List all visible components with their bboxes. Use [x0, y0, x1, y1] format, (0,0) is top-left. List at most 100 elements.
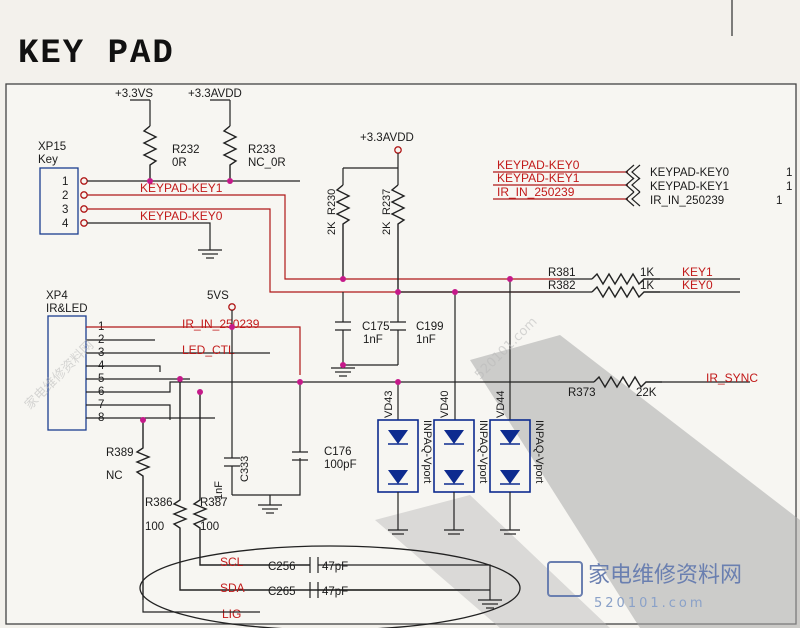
junction-dots: [140, 178, 513, 423]
capacitor-c176: [232, 382, 308, 505]
xp15-pin-2: 2: [62, 190, 68, 202]
xp15-ref: XP15: [38, 141, 66, 153]
svg-text:1: 1: [786, 181, 792, 193]
svg-text:1: 1: [786, 167, 792, 179]
net-label-lig: LIG: [222, 607, 241, 621]
power-label-3v3vs: +3.3VS: [115, 88, 153, 100]
watermark-band-2: [375, 495, 610, 628]
resistor-r387: [192, 392, 310, 566]
c176-value: 100pF: [324, 459, 357, 471]
net-label-led-ctl: LED_CTL: [182, 343, 235, 357]
c176-ref: C176: [324, 446, 352, 458]
capacitor-c265: [309, 582, 490, 598]
c256-value: 47pF: [322, 561, 348, 573]
xp4-wires: [86, 339, 560, 420]
r237-ref: R237: [381, 189, 393, 215]
svg-text:KEYPAD-KEY0: KEYPAD-KEY0: [497, 158, 580, 172]
port-keypad-key0: KEYPAD-KEY0 KEYPAD-KEY0 1: [493, 158, 792, 180]
resistor-r381: [591, 272, 660, 286]
capacitor-c175: [335, 292, 351, 365]
gnd-symbol-c333: [258, 504, 282, 514]
vd40-part: INPAQ-Vport: [477, 420, 489, 483]
svg-text:KEYPAD-KEY1: KEYPAD-KEY1: [650, 181, 729, 193]
svg-text:KEYPAD-KEY1: KEYPAD-KEY1: [497, 171, 580, 185]
r381-value: 1K: [640, 267, 654, 279]
r389-value: NC: [106, 470, 123, 482]
xp15-pin-4: 4: [62, 218, 69, 230]
c256-ref: C256: [268, 561, 296, 573]
c333-value: 1nF: [213, 481, 225, 500]
wire-lig: [142, 600, 260, 613]
resistor-r389: [135, 420, 151, 600]
r373-value: 22K: [636, 387, 657, 399]
vd43-ref: VD43: [383, 390, 395, 418]
net-label-ir-in: IR_IN_250239: [182, 317, 260, 331]
r232-ref: R232: [172, 144, 200, 156]
resistor-r230: [335, 184, 351, 279]
svg-text:IR_IN_250239: IR_IN_250239: [650, 195, 724, 207]
r386-value: 100: [145, 521, 164, 533]
wire-ir-in: [86, 326, 301, 375]
xp15-body: [39, 167, 79, 235]
capacitor-c199: [343, 292, 406, 366]
net-label-key1: KEY1: [682, 265, 713, 279]
xp15-name: Key: [38, 154, 58, 166]
port-keypad-key1: KEYPAD-KEY1 KEYPAD-KEY1 1: [493, 171, 792, 193]
xp15-pin-3: 3: [62, 204, 68, 216]
r381-ref: R381: [548, 267, 576, 279]
r237-value: 2K: [381, 221, 393, 235]
wire-xp15-gnd: [87, 222, 211, 250]
watermark-logo: [547, 561, 583, 597]
resistor-r237: [390, 184, 406, 292]
c265-ref: C265: [268, 586, 296, 598]
r382-value: 1K: [640, 280, 654, 292]
power-label-3v3avdd-mid: +3.3AVDD: [360, 132, 414, 144]
c333-ref: C333: [239, 456, 251, 482]
r230-value: 2K: [326, 221, 338, 235]
xp4-body: [47, 315, 87, 431]
xp4-ref: XP4: [46, 290, 68, 302]
net-label-keypad-key1: KEYPAD-KEY1: [140, 181, 223, 195]
vd43-part: INPAQ-Vport: [421, 420, 433, 483]
watermark-url: 520101.com: [594, 596, 706, 611]
tvs-vd44: [489, 419, 531, 530]
r386-ref: R386: [145, 497, 173, 509]
watermark-brand: 家电维修资料网: [588, 563, 742, 588]
c199-value: 1nF: [416, 334, 436, 346]
r232-value: 0R: [172, 157, 187, 169]
highlight-ellipse: [139, 545, 521, 628]
vd44-ref: VD44: [495, 390, 507, 418]
wire-keypad-key1: [87, 194, 560, 280]
port-ir-in: IR_IN_250239 IR_IN_250239 1: [493, 185, 782, 207]
power-rails-top: [130, 99, 231, 126]
vd40-ref: VD40: [439, 390, 451, 418]
xp4-pin-numbers: 1 2 3 4 5 6 7 8: [98, 321, 105, 424]
r387-value: 100: [200, 521, 219, 533]
tvs-feed-wires: [397, 279, 560, 420]
pullup-rail: [342, 153, 399, 185]
gnd-symbol-xp15: [198, 249, 222, 259]
vd44-part: INPAQ-Vport: [533, 420, 545, 483]
gnd-symbol-i2c: [478, 599, 502, 609]
net-label-scl: SCL: [220, 555, 244, 569]
gnd-symbols-tvs: [388, 529, 520, 535]
net-label-key0: KEY0: [682, 278, 713, 292]
r389-ref: R389: [106, 447, 134, 459]
svg-text:KEYPAD-KEY0: KEYPAD-KEY0: [650, 167, 729, 179]
c265-value: 47pF: [322, 586, 348, 598]
r230-ref: R230: [326, 189, 338, 215]
tvs-vd43: [377, 419, 419, 530]
resistor-r386: [172, 379, 470, 591]
watermark-band: [470, 335, 800, 628]
net-label-keypad-key0: KEYPAD-KEY0: [140, 209, 223, 223]
r233-ref: R233: [248, 144, 276, 156]
capacitor-c333: [224, 310, 240, 495]
c175-ref: C175: [362, 321, 390, 333]
svg-text:1: 1: [776, 195, 782, 207]
net-label-ir-sync: IR_SYNC: [706, 371, 758, 385]
net-label-sda: SDA: [220, 581, 245, 595]
resistor-r233: [222, 125, 238, 181]
resistor-r373: [593, 375, 662, 389]
